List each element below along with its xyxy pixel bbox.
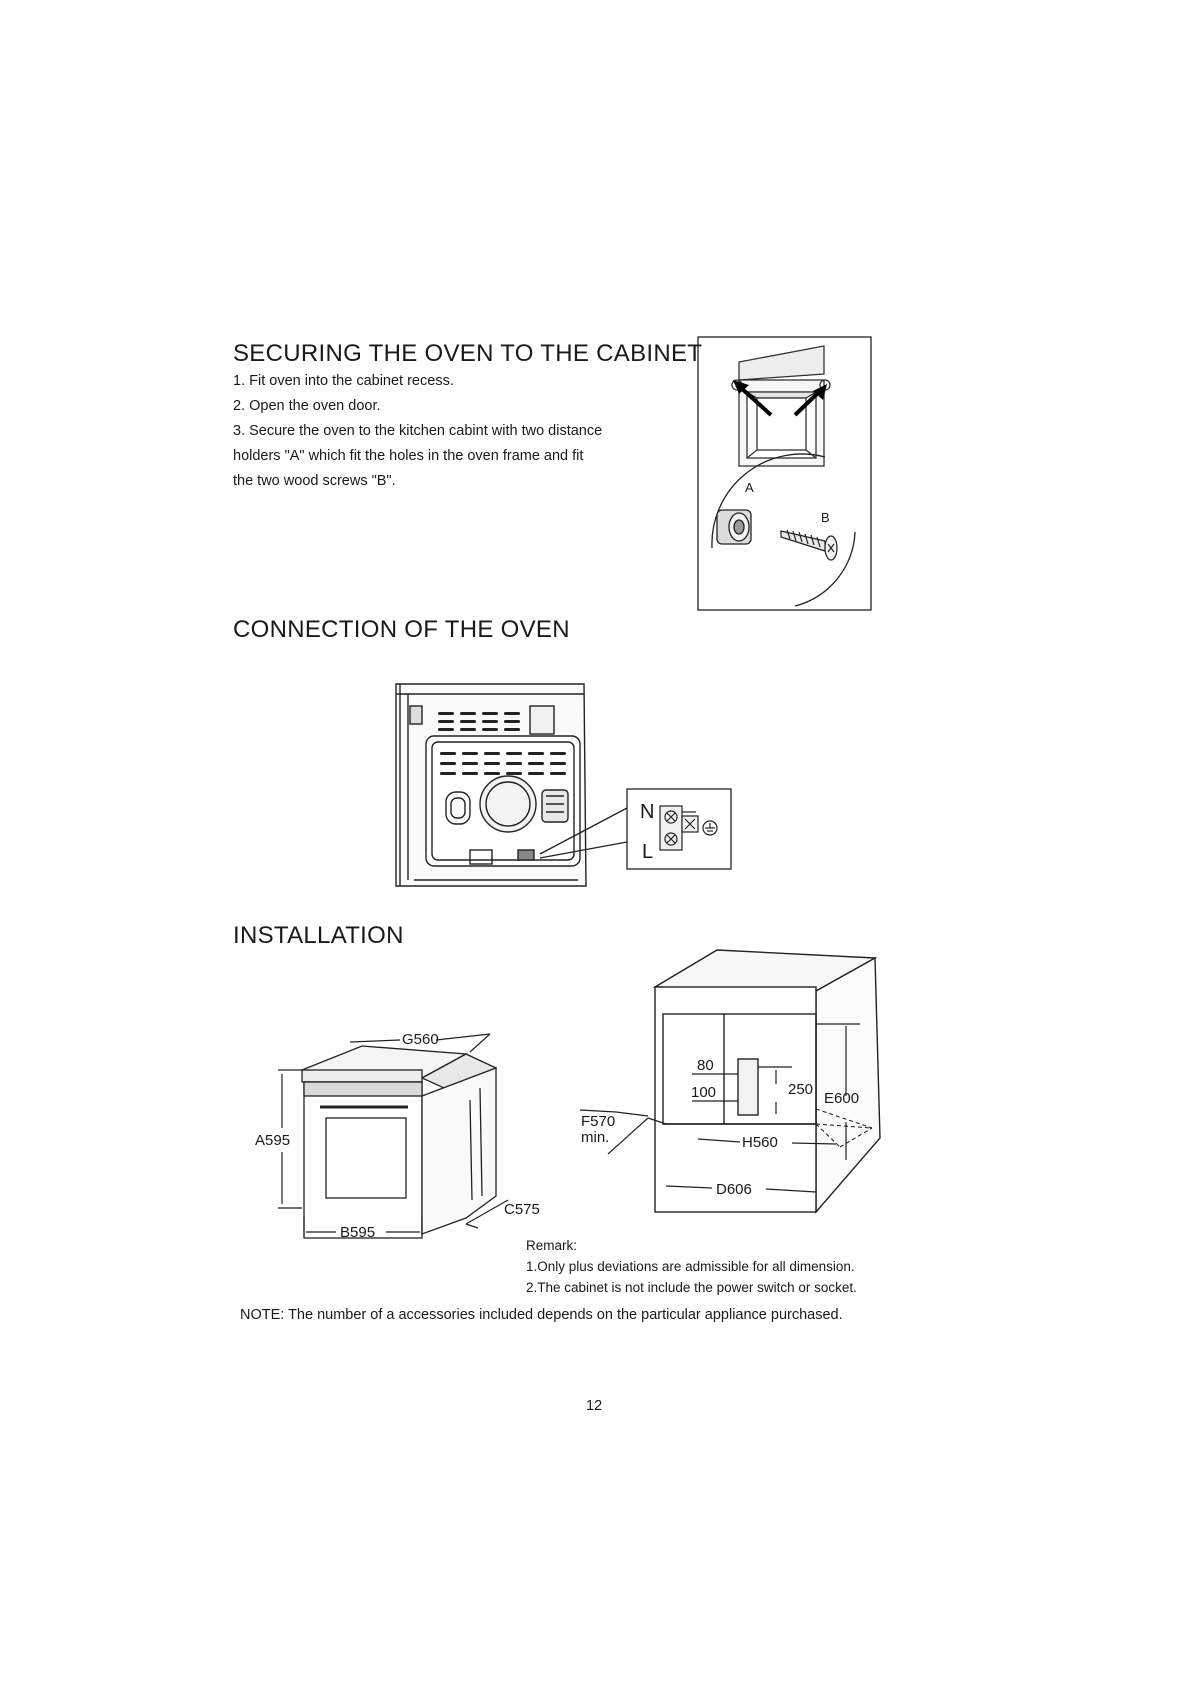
oven-frame-illustration: [731, 345, 831, 467]
ground-symbol-icon: [702, 820, 718, 836]
cabinet-dimensions-figure: E600 250 80 100 H560 F570 min. D606: [579, 949, 881, 1214]
dimension-line-h: [697, 1138, 837, 1145]
securing-step-1: 1. Fit oven into the cabinet recess.: [233, 373, 454, 389]
securing-figure: A B: [697, 336, 872, 611]
section-title-securing: SECURING THE OVEN TO THE CABINET: [233, 340, 703, 367]
oven-height-label: A595: [255, 1132, 290, 1149]
remark-item-1: 1.Only plus deviations are admissible fo…: [526, 1259, 855, 1274]
oven-rear-view: N L: [395, 683, 732, 887]
dimension-line-socket-width: [692, 1073, 738, 1102]
dimension-line-g: [349, 1033, 491, 1053]
securing-steps: 1. Fit oven into the cabinet recess. 2. …: [233, 369, 602, 494]
terminal-block-icon: [659, 805, 699, 851]
dimension-line-d: [665, 1185, 817, 1193]
cabinet-depth-dashes: [815, 1108, 873, 1148]
securing-step-3: 3. Secure the oven to the kitchen cabint…: [233, 423, 603, 439]
label-b: B: [821, 510, 830, 525]
label-a: A: [745, 480, 754, 495]
remark-block: Remark: 1.Only plus deviations are admis…: [526, 1235, 857, 1298]
remark-title: Remark:: [526, 1238, 578, 1253]
securing-step-3-cont: holders "A" which fit the holes in the o…: [233, 448, 584, 464]
dimension-line-b: [303, 1216, 423, 1236]
securing-step-2: 2. Open the oven door.: [233, 398, 381, 414]
oven-dimensions-figure: A595 B595 G560 C575: [255, 1031, 540, 1241]
detail-arc-top: [711, 453, 826, 549]
dimension-line-socket-height: [758, 1066, 792, 1114]
dimension-line-c: [465, 1199, 509, 1229]
terminal-label-l: L: [642, 841, 653, 863]
vent-slots: [438, 712, 566, 775]
cabinet-inner-width-label: H560: [742, 1134, 778, 1151]
terminal-label-n: N: [640, 801, 654, 823]
cabinet-depth-label: F570: [581, 1113, 615, 1130]
oven-depth-label: C575: [504, 1201, 540, 1218]
socket-offset-label: 100: [691, 1084, 716, 1101]
socket-height-label: 250: [788, 1081, 813, 1098]
securing-step-3-end: the two wood screws "B".: [233, 473, 396, 489]
oven-width-label: B595: [340, 1224, 375, 1241]
section-title-installation: INSTALLATION: [233, 922, 404, 949]
oven-top-width-label: G560: [402, 1031, 439, 1048]
distance-holder-icon: [716, 509, 752, 545]
dimension-line-f: [579, 1109, 667, 1155]
figure-frame: [697, 336, 872, 611]
page-number: 12: [586, 1398, 603, 1414]
note-text: NOTE: The number of a accessories includ…: [240, 1307, 843, 1323]
dimension-line-a: [278, 1069, 302, 1209]
cabinet-height-label: E600: [824, 1090, 859, 1107]
section-title-connection: CONNECTION OF THE OVEN: [233, 616, 570, 643]
dimension-line-e: [816, 1023, 860, 1160]
cabinet-depth-min-label: min.: [581, 1129, 609, 1146]
socket-width-label: 80: [697, 1057, 714, 1074]
cabinet-outer-width-label: D606: [716, 1181, 752, 1198]
arrow-icon: [733, 380, 827, 417]
remark-item-2: 2.The cabinet is not include the power s…: [526, 1280, 857, 1295]
detail-arc-bottom: [794, 531, 856, 607]
wood-screw-icon: [780, 529, 838, 561]
